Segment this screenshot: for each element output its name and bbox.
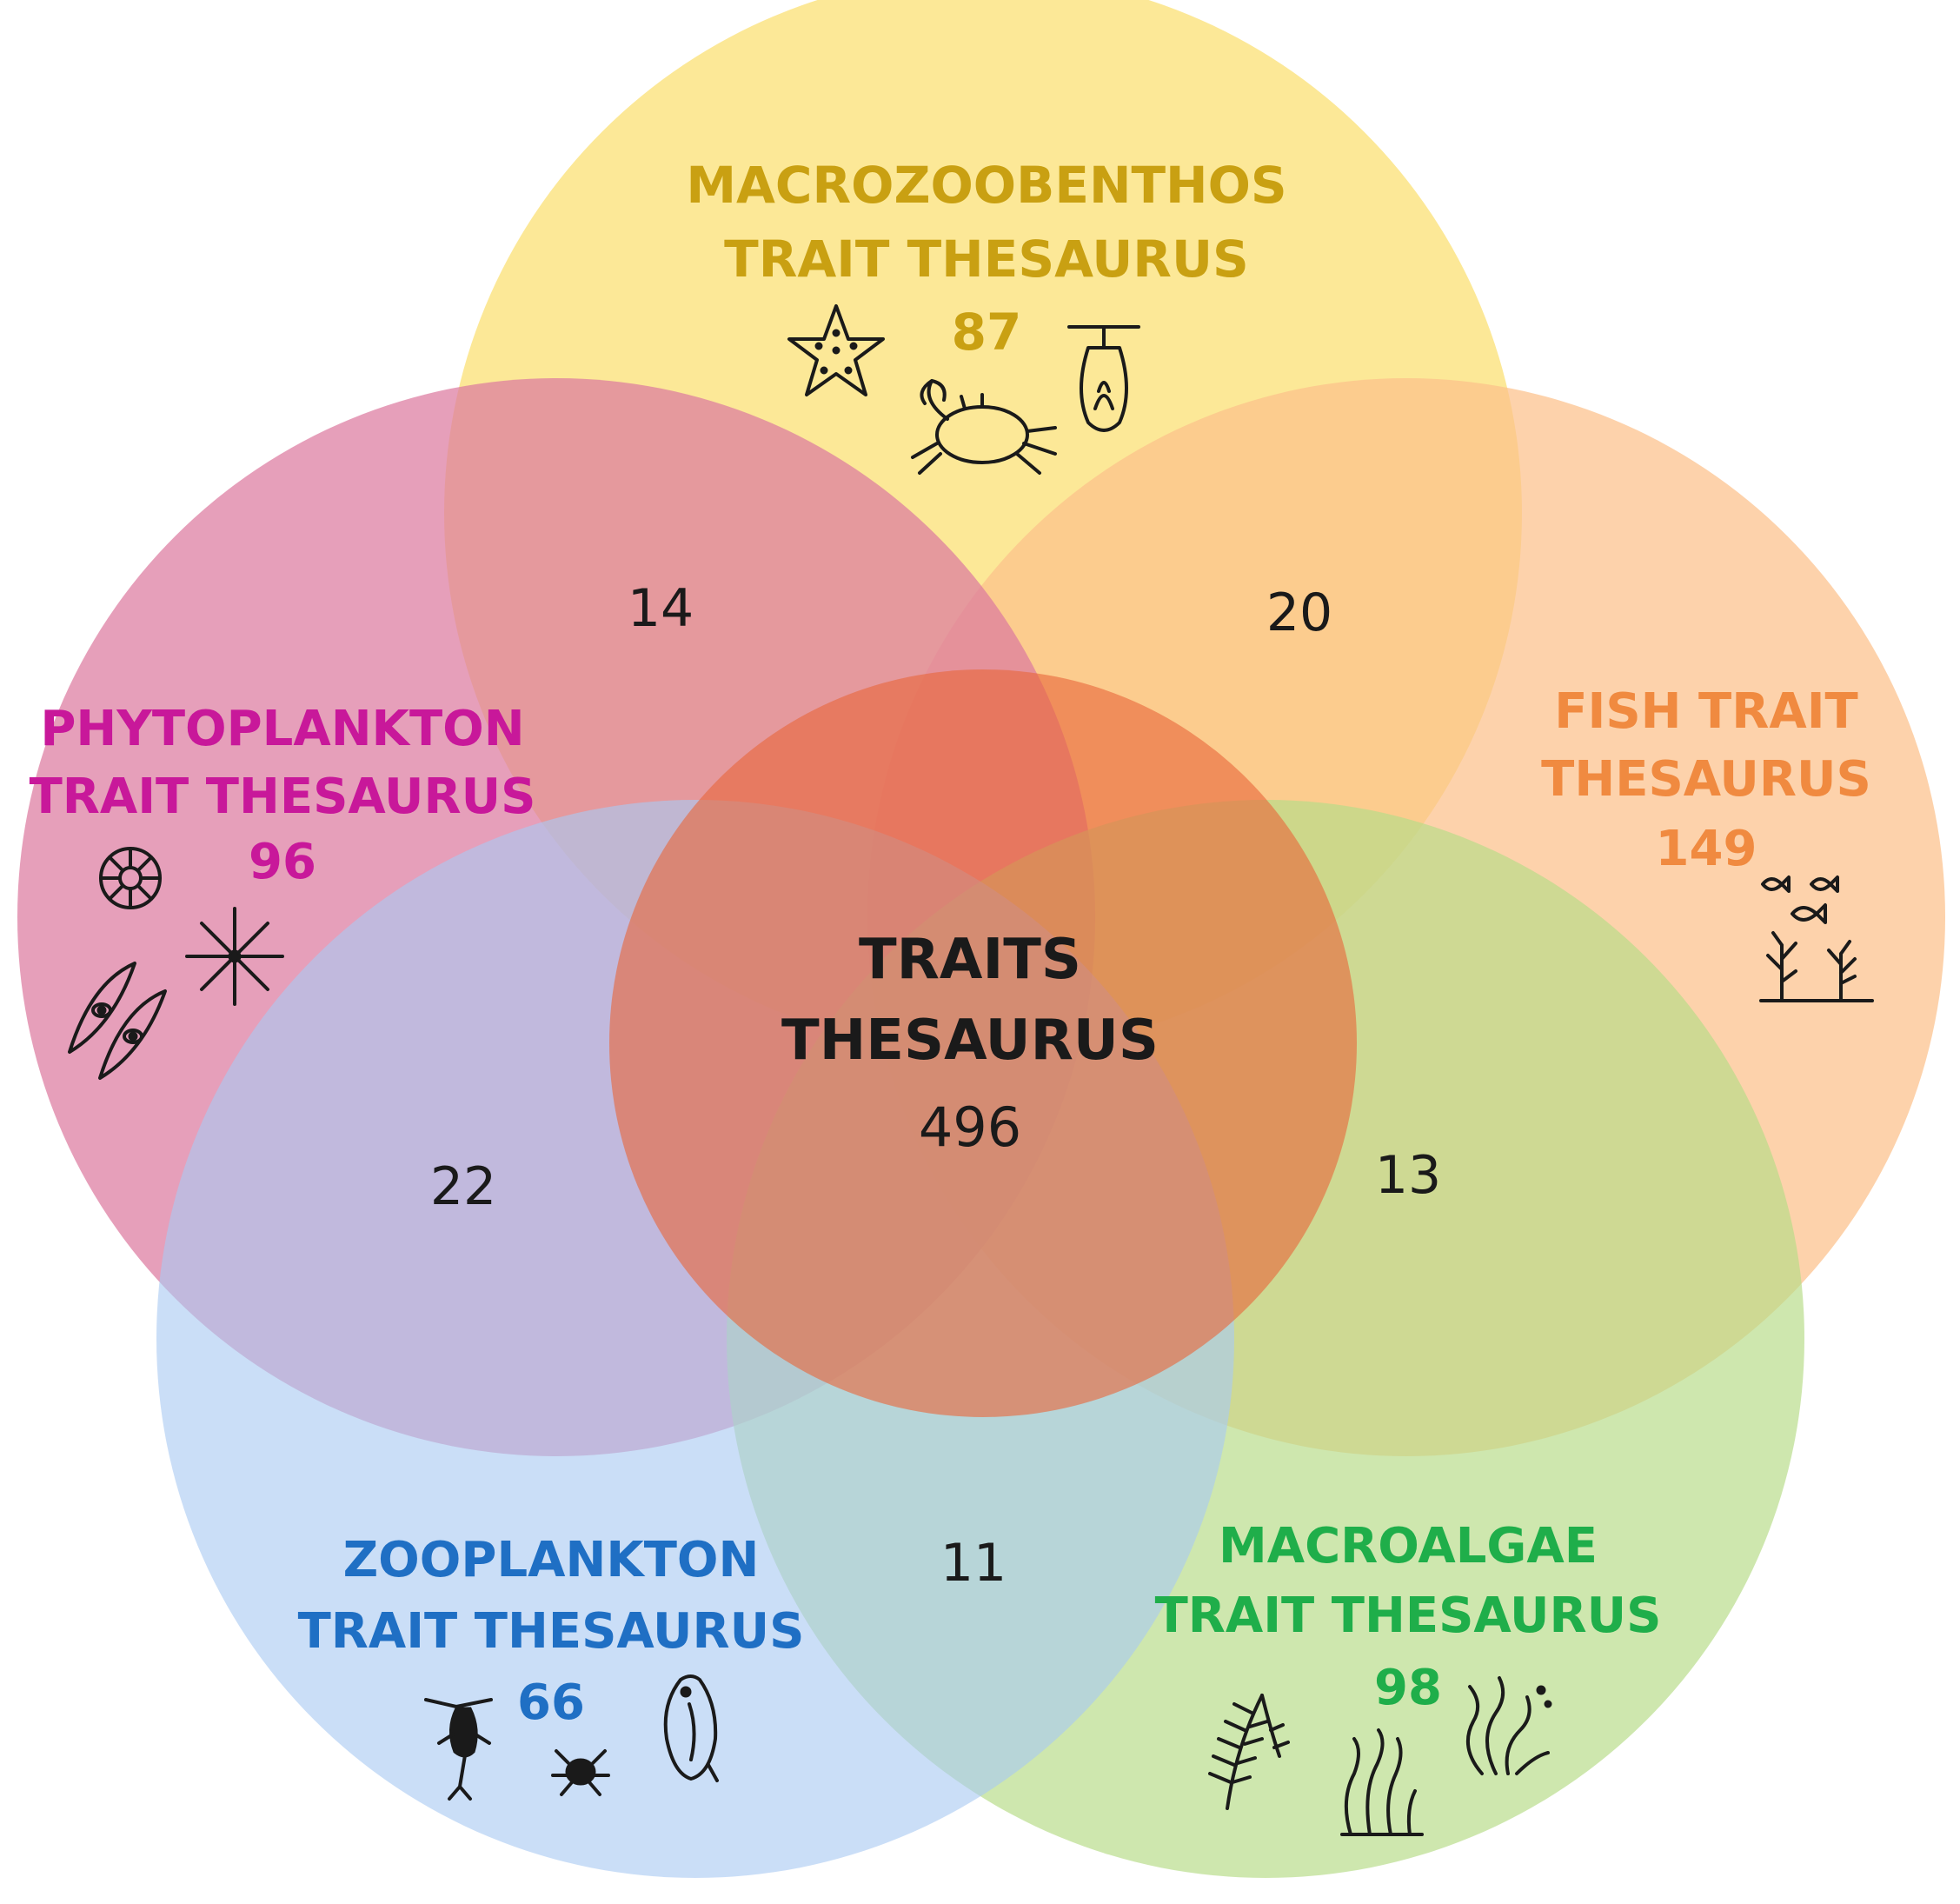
overlap-phytoplankton-zooplankton: 22 — [430, 1156, 496, 1217]
overlap-macrozoobenthos-fish: 20 — [1266, 583, 1332, 643]
mussel-icon — [1067, 325, 1140, 432]
center-title-line1: TRAITS — [859, 928, 1081, 992]
overlap-zooplankton-macroalgae: 11 — [940, 1533, 1007, 1594]
overlap-macrozoobenthos-phytoplankton: 14 — [628, 578, 694, 639]
macrozoobenthos-title-line2: TRAIT THESAURUS — [724, 230, 1249, 289]
center-title-line2: THESAURUS — [781, 1009, 1159, 1073]
branched-seaweed-icon — [1208, 1694, 1290, 1810]
phytoplankton-title-line2: TRAIT THESAURUS — [30, 769, 536, 825]
fish-count: 149 — [1656, 821, 1757, 877]
zooplankton-count: 66 — [517, 1674, 585, 1731]
copepod-icon — [424, 1698, 493, 1801]
wavy-algae-icon — [1466, 1676, 1552, 1775]
traits-thesaurus-circle — [609, 669, 1357, 1417]
kelp-icon — [1340, 1728, 1424, 1836]
center-count: 496 — [919, 1095, 1021, 1159]
fish-title-line1: FISH TRAIT — [1554, 683, 1857, 740]
star-diatom-icon — [185, 907, 284, 1006]
macroalgae-count: 98 — [1374, 1660, 1442, 1716]
daphnia-icon — [663, 1674, 719, 1782]
fish-reef-icon — [1759, 875, 1874, 1002]
fish-title-line2: THESAURUS — [1541, 751, 1871, 808]
macroalgae-title-line1: MACROALGAE — [1219, 1518, 1598, 1574]
diatom-disc-icon — [99, 847, 162, 909]
macrozoobenthos-count: 87 — [952, 303, 1022, 362]
overlap-fish-macroalgae: 13 — [1375, 1145, 1441, 1206]
crab-icon — [911, 379, 1057, 475]
macrozoobenthos-title-line1: MACROZOOBENTHOS — [686, 156, 1286, 215]
phytoplankton-count: 96 — [249, 834, 316, 890]
zooplankton-title-line2: TRAIT THESAURUS — [298, 1603, 805, 1660]
starfish-icon — [787, 304, 885, 396]
pennate-diatom-icon — [68, 962, 167, 1080]
zooplankton-title-line1: ZOOPLANKTON — [343, 1532, 760, 1588]
phytoplankton-title-line1: PHYTOPLANKTON — [40, 701, 524, 757]
macroalgae-title-line2: TRAIT THESAURUS — [1155, 1588, 1662, 1644]
nauplius-icon — [551, 1749, 610, 1796]
